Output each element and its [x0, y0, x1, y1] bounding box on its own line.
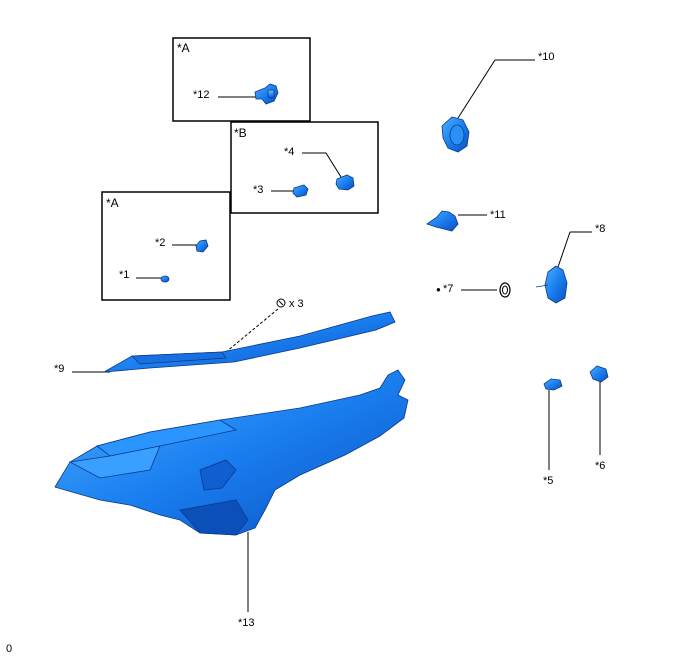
detail-box-a-top: *A *12: [172, 37, 311, 122]
box-label-a-top: *A: [177, 41, 190, 55]
part-10-cap: *10: [441, 51, 555, 153]
part-7-ring: ● *7: [436, 282, 511, 298]
screw-group: x 3: [225, 298, 304, 353]
callout-4: *4: [284, 146, 294, 158]
part-8-bulb-socket: *8: [535, 223, 605, 304]
part-9-trim-strip: *9: [54, 311, 396, 375]
detail-box-b: *B *4 *3: [230, 121, 379, 214]
part-11-bulb-socket: *11: [426, 209, 506, 232]
box-label-a-bottom: *A: [106, 196, 119, 210]
part-1-bulb: [160, 275, 170, 283]
screw-quantity: x 3: [289, 298, 304, 310]
callout-5: *5: [543, 475, 553, 487]
callout-13: *13: [238, 617, 255, 629]
callout-6: *6: [595, 460, 605, 472]
illustration-id: 0: [6, 643, 12, 655]
callout-1: *1: [119, 269, 129, 281]
part-3-bulb: [292, 184, 309, 198]
detail-box-a-bottom: *A *2 *1: [101, 191, 231, 301]
callout-11: *11: [490, 209, 506, 221]
callout-9: *9: [54, 363, 64, 375]
callout-12: *12: [193, 89, 210, 101]
callout-7: *7: [443, 283, 453, 295]
part-4-bulb-socket: [335, 174, 355, 191]
part-12-bulb-socket: [254, 83, 279, 105]
callout-8: *8: [595, 223, 605, 235]
bullet-7: ●: [436, 285, 441, 294]
callout-10: *10: [538, 51, 555, 63]
part-5-bulb: *5: [543, 378, 563, 487]
callout-3: *3: [253, 184, 263, 196]
part-13-headlight-assembly: *13: [54, 369, 409, 629]
box-label-b: *B: [234, 126, 247, 140]
callout-2: *2: [155, 237, 165, 249]
part-6-bulb-socket: *6: [589, 365, 609, 472]
part-2-bulb-socket: [195, 239, 209, 253]
